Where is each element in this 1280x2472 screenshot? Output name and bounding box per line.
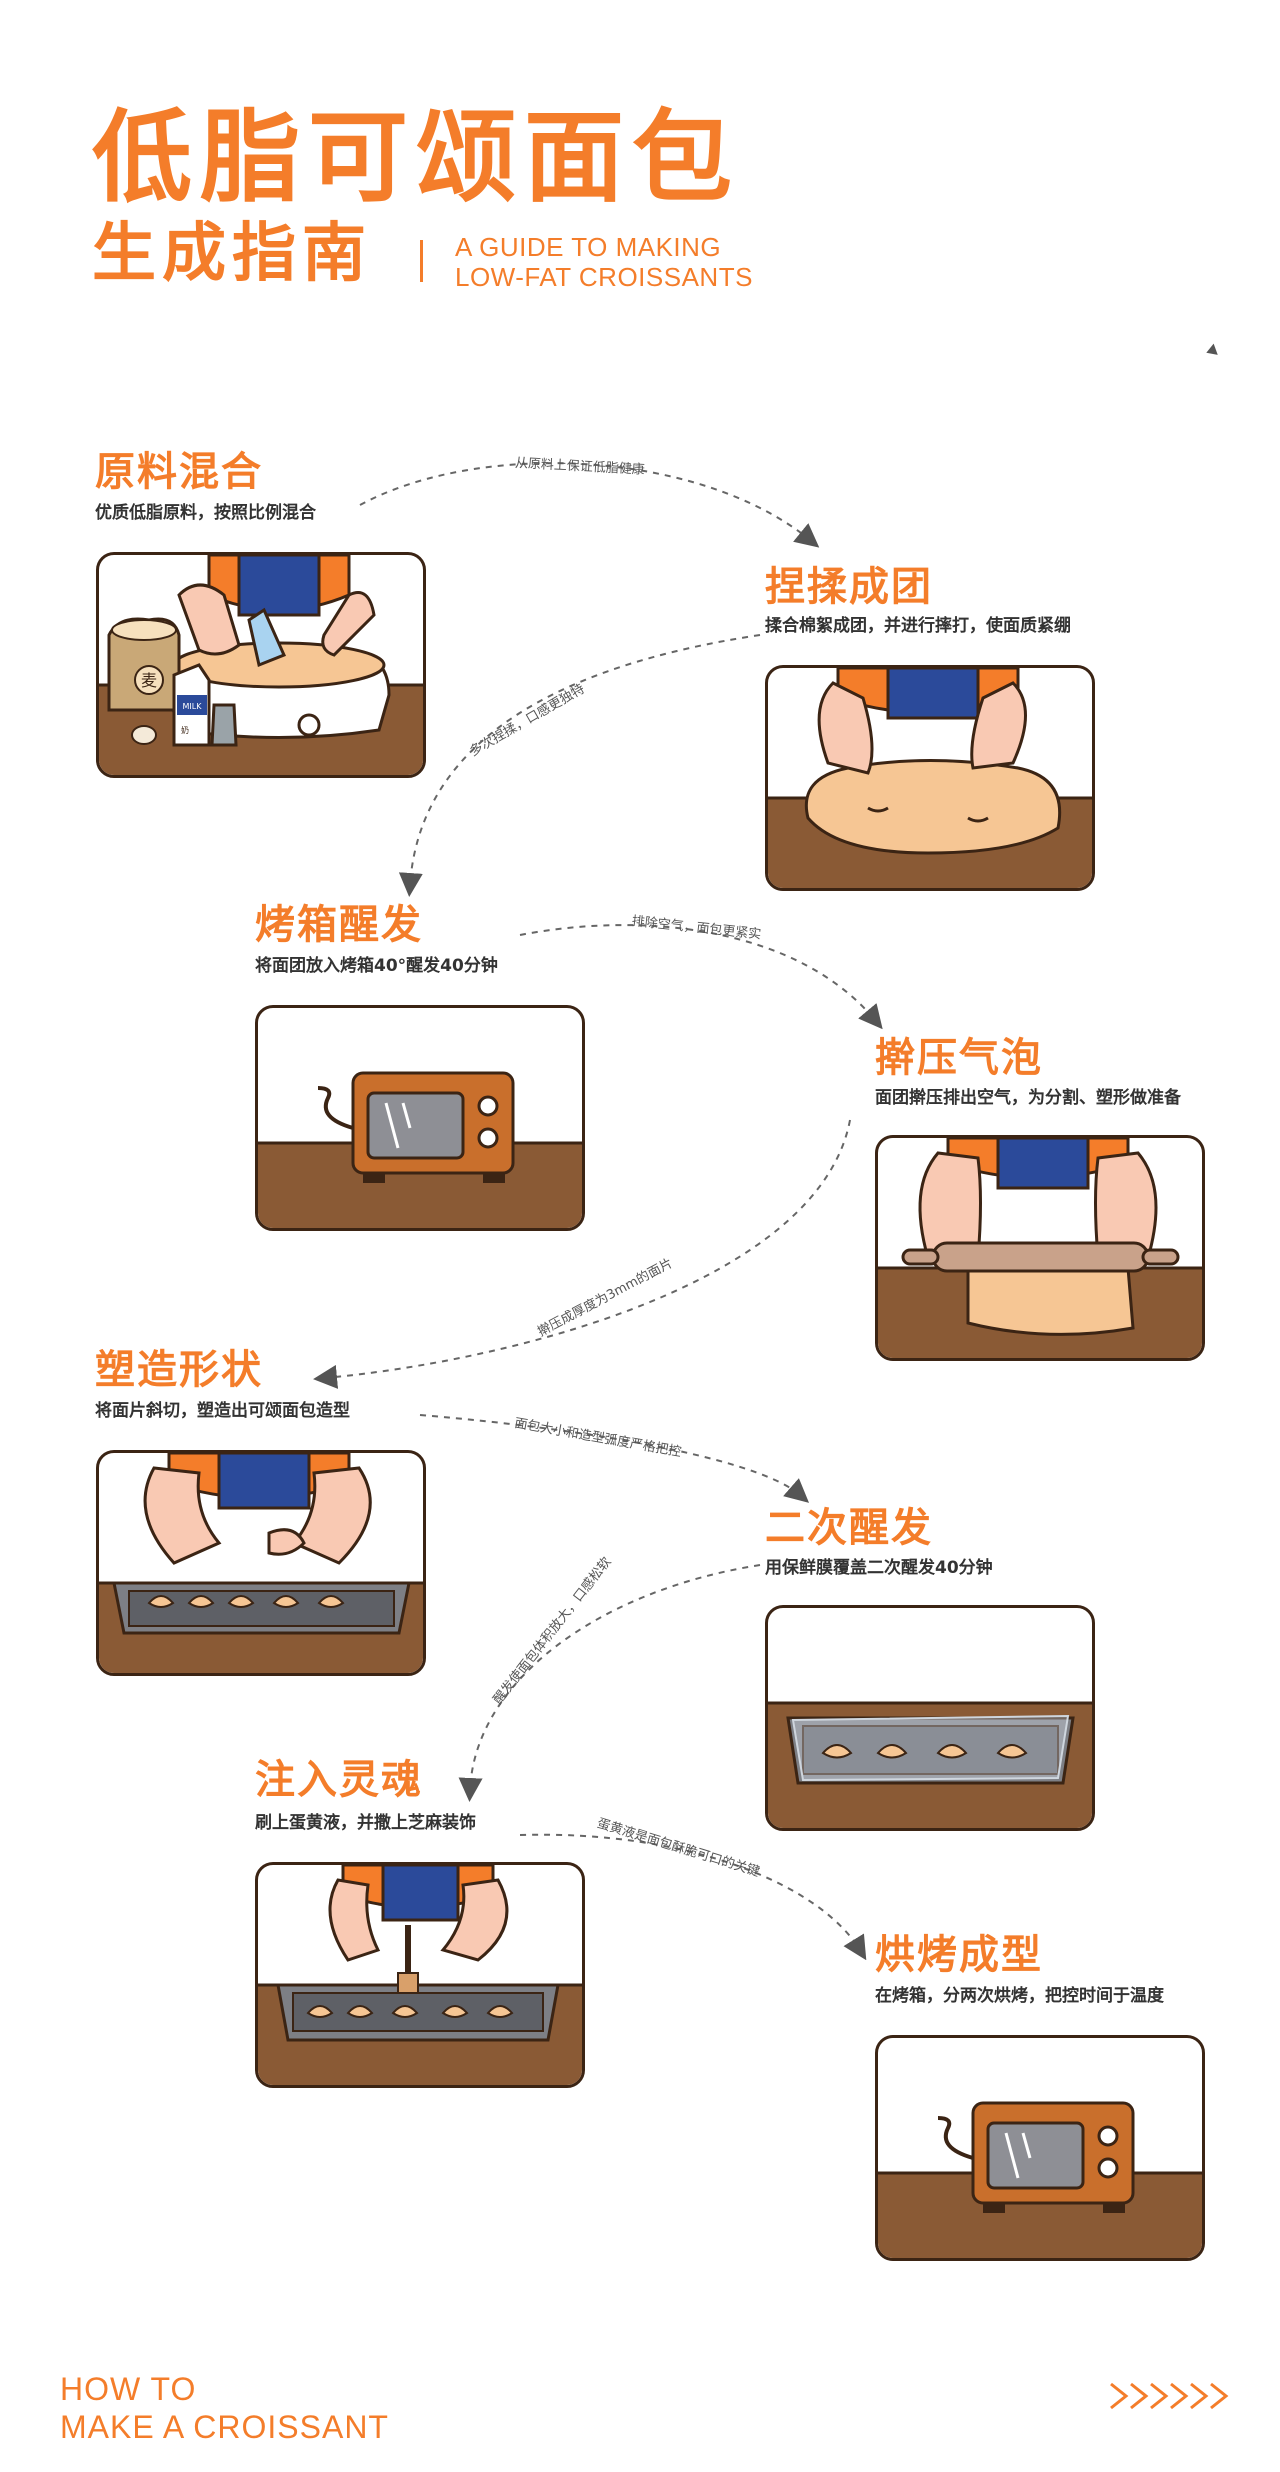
step-7-title: 注入灵魂 (255, 1757, 423, 1803)
connector-5 (419, 1414, 810, 1503)
step-4-title: 擀压气泡 (875, 1035, 1043, 1081)
step-7-illustration (255, 1862, 585, 2088)
chevrons-right-icon (1110, 2382, 1229, 2410)
step-6-illustration (765, 1605, 1095, 1831)
connector-2 (398, 634, 761, 897)
milk-label: MILK (183, 702, 203, 711)
step-1-title: 原料混合 (95, 449, 263, 495)
connector-6 (458, 1564, 761, 1802)
footer-line2: MAKE A CROISSANT (60, 2409, 389, 2445)
page-subtitle: 生成指南 (92, 217, 372, 291)
step-3-desc: 将面团放入烤箱40°醒发40分钟 (255, 956, 498, 976)
step-2-illustration (765, 665, 1095, 891)
step-3-title: 烤箱醒发 (255, 902, 423, 948)
step-5-illustration (96, 1450, 426, 1676)
english-title-line2: LOW-FAT CROISSANTS (455, 262, 753, 292)
step-2-desc: 揉合棉絮成团，并进行摔打，使面质紧绷 (765, 616, 1071, 636)
connector-7 (519, 1833, 867, 1961)
step-1-illustration: 麦 MILK 奶 (96, 552, 426, 778)
step-7-desc: 刷上蛋黄液，并撒上芝麻装饰 (255, 1813, 476, 1833)
english-title: A GUIDE TO MAKING LOW-FAT CROISSANTS (455, 232, 753, 292)
step-3-illustration (255, 1005, 585, 1231)
footer-line1: HOW TO (60, 2371, 197, 2407)
step-5-title: 塑造形状 (95, 1347, 263, 1393)
step-8-desc: 在烤箱，分两次烘烤，把控时间于温度 (875, 1986, 1164, 2006)
title-divider (420, 240, 423, 282)
step-1-desc: 优质低脂原料，按照比例混合 (95, 503, 316, 523)
flour-bag-label: 麦 (141, 671, 157, 690)
english-title-line1: A GUIDE TO MAKING (455, 232, 722, 262)
step-6-desc: 用保鲜膜覆盖二次醒发40分钟 (765, 1558, 993, 1578)
page-title: 低脂可颂面包 (92, 99, 740, 216)
footer-title: HOW TO MAKE A CROISSANT (60, 2370, 389, 2446)
step-8-illustration (875, 2035, 1205, 2261)
step-6-title: 二次醒发 (765, 1505, 933, 1551)
milk-small-label: 奶 (181, 725, 189, 735)
step-4-illustration (875, 1135, 1205, 1361)
step-8-title: 烘烤成型 (875, 1932, 1043, 1978)
step-5-desc: 将面片斜切，塑造出可颂面包造型 (95, 1401, 350, 1421)
connector-4 (313, 1119, 851, 1389)
connector-1 (359, 462, 820, 548)
step-4-desc: 面团擀压排出空气，为分割、塑形做准备 (875, 1088, 1181, 1108)
step-2-title: 捏揉成团 (765, 564, 933, 610)
